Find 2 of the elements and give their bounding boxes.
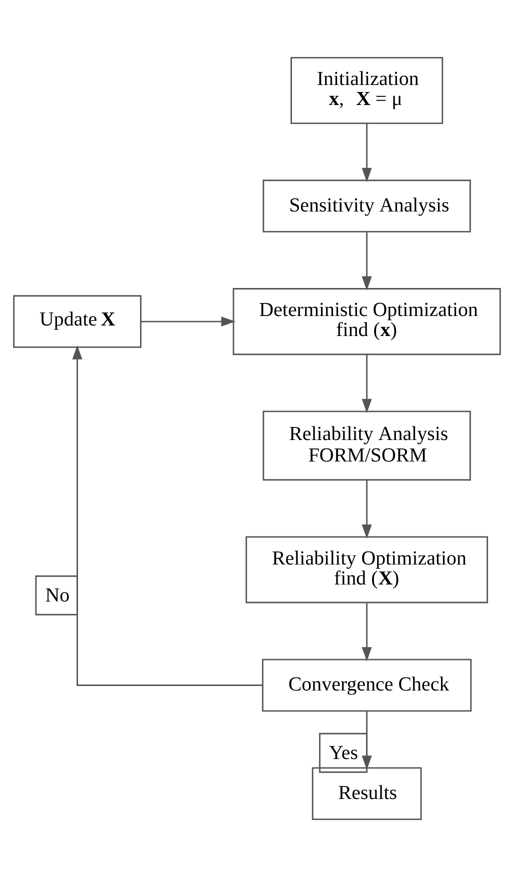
edge-label: Yes (329, 741, 358, 764)
edge-label: No (45, 584, 70, 606)
